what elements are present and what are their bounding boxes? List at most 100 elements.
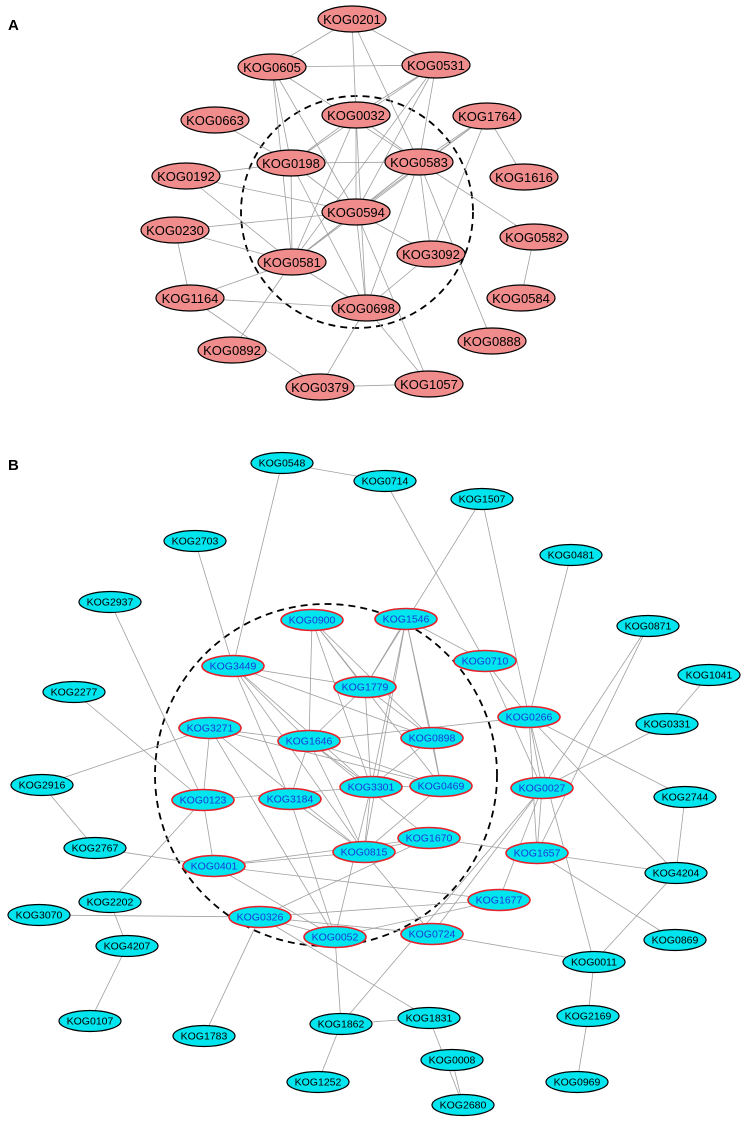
node-kog3301[interactable]: KOG3301 xyxy=(339,775,403,799)
node-kog0710[interactable]: KOG0710 xyxy=(453,649,517,673)
node-kog1252[interactable]: KOG1252 xyxy=(286,1070,350,1094)
node-label: KOG0583 xyxy=(390,155,448,170)
node-shape xyxy=(420,1048,484,1072)
edge-kog0326-kog1831 xyxy=(259,916,430,1019)
edge-kog0531-kog0594 xyxy=(355,64,437,213)
edge-kog0871-kog0027 xyxy=(541,625,649,789)
node-kog1862[interactable]: KOG1862 xyxy=(309,1012,373,1036)
node-label: KOG2703 xyxy=(172,536,219,548)
node-kog2169[interactable]: KOG2169 xyxy=(556,1004,620,1028)
node-kog0582[interactable]: KOG0582 xyxy=(499,223,569,251)
node-shape xyxy=(258,787,322,811)
node-kog0663[interactable]: KOG0663 xyxy=(180,106,250,134)
node-kog2277[interactable]: KOG2277 xyxy=(42,680,106,704)
node-kog0266[interactable]: KOG0266 xyxy=(497,705,561,729)
node-kog0107[interactable]: KOG0107 xyxy=(58,1009,122,1033)
node-kog1657[interactable]: KOG1657 xyxy=(505,841,569,865)
node-kog1041[interactable]: KOG1041 xyxy=(677,663,741,687)
node-shape xyxy=(228,905,292,929)
node-kog0815[interactable]: KOG0815 xyxy=(332,840,396,864)
node-kog1057[interactable]: KOG1057 xyxy=(394,370,464,398)
node-kog2680[interactable]: KOG2680 xyxy=(431,1093,495,1117)
node-kog2916[interactable]: KOG2916 xyxy=(10,773,74,797)
node-kog0326[interactable]: KOG0326 xyxy=(228,905,292,929)
edge-kog0594-kog0698 xyxy=(355,211,367,309)
node-kog1783[interactable]: KOG1783 xyxy=(172,1024,236,1048)
node-kog3449[interactable]: KOG3449 xyxy=(201,654,265,678)
node-kog0869[interactable]: KOG0869 xyxy=(643,928,707,952)
node-kog3092[interactable]: KOG3092 xyxy=(396,240,466,268)
node-kog0032[interactable]: KOG0032 xyxy=(321,101,391,129)
node-kog0724[interactable]: KOG0724 xyxy=(400,922,464,946)
node-kog1670[interactable]: KOG1670 xyxy=(397,826,461,850)
node-kog2937[interactable]: KOG2937 xyxy=(78,590,142,614)
node-kog2744[interactable]: KOG2744 xyxy=(653,785,717,809)
node-label: KOG0584 xyxy=(492,291,550,306)
node-kog0052[interactable]: KOG0052 xyxy=(303,925,367,949)
node-kog1646[interactable]: KOG1646 xyxy=(277,729,341,753)
node-kog0892[interactable]: KOG0892 xyxy=(197,336,267,364)
node-shape xyxy=(155,284,225,312)
node-kog3271[interactable]: KOG3271 xyxy=(178,716,242,740)
node-kog0230[interactable]: KOG0230 xyxy=(140,216,210,244)
node-kog3070[interactable]: KOG3070 xyxy=(7,903,71,927)
node-kog4207[interactable]: KOG4207 xyxy=(95,934,159,958)
node-label: KOG3184 xyxy=(267,794,314,806)
node-kog0888[interactable]: KOG0888 xyxy=(457,327,527,355)
node-kog0583[interactable]: KOG0583 xyxy=(384,148,454,176)
node-kog0548[interactable]: KOG0548 xyxy=(250,451,314,475)
node-kog1507[interactable]: KOG1507 xyxy=(450,487,514,511)
node-kog2767[interactable]: KOG2767 xyxy=(63,836,127,860)
node-label: KOG1164 xyxy=(162,291,219,306)
edge-kog3271-kog0469 xyxy=(209,727,442,787)
node-kog0871[interactable]: KOG0871 xyxy=(616,614,680,638)
node-kog4204[interactable]: KOG4204 xyxy=(644,861,708,885)
node-kog0605[interactable]: KOG0605 xyxy=(237,53,307,81)
node-kog0201[interactable]: KOG0201 xyxy=(317,5,387,33)
node-kog0198[interactable]: KOG0198 xyxy=(256,149,326,177)
node-shape xyxy=(396,240,466,268)
node-label: KOG1616 xyxy=(495,170,553,185)
node-kog2703[interactable]: KOG2703 xyxy=(163,529,227,553)
node-label: KOG3092 xyxy=(402,247,460,262)
node-kog0401[interactable]: KOG0401 xyxy=(182,854,246,878)
node-kog0714[interactable]: KOG0714 xyxy=(353,469,417,493)
node-kog0698[interactable]: KOG0698 xyxy=(331,294,401,322)
node-kog1616[interactable]: KOG1616 xyxy=(489,163,559,191)
edge-kog3271-kog0052 xyxy=(209,727,336,938)
node-kog0531[interactable]: KOG0531 xyxy=(401,51,471,79)
edge-kog1764-kog3092 xyxy=(430,115,488,255)
node-kog0011[interactable]: KOG0011 xyxy=(562,950,626,974)
node-kog0469[interactable]: KOG0469 xyxy=(409,774,473,798)
node-kog0900[interactable]: KOG0900 xyxy=(280,608,344,632)
node-kog0898[interactable]: KOG0898 xyxy=(400,726,464,750)
node-kog0331[interactable]: KOG0331 xyxy=(635,712,699,736)
node-label: KOG0698 xyxy=(337,301,395,316)
node-kog1764[interactable]: KOG1764 xyxy=(452,102,522,130)
edge-kog3271-kog0123 xyxy=(202,727,211,801)
node-kog1677[interactable]: KOG1677 xyxy=(467,888,531,912)
node-kog3184[interactable]: KOG3184 xyxy=(258,787,322,811)
node-kog1164[interactable]: KOG1164 xyxy=(155,284,225,312)
node-label: KOG2202 xyxy=(87,897,134,909)
node-kog0192[interactable]: KOG0192 xyxy=(151,162,221,190)
node-kog1546[interactable]: KOG1546 xyxy=(374,607,438,631)
node-kog0027[interactable]: KOG0027 xyxy=(510,776,574,800)
node-kog1831[interactable]: KOG1831 xyxy=(397,1006,461,1030)
node-kog0581[interactable]: KOG0581 xyxy=(257,248,327,276)
node-kog0379[interactable]: KOG0379 xyxy=(285,373,355,401)
node-kog2202[interactable]: KOG2202 xyxy=(78,890,142,914)
node-kog0481[interactable]: KOG0481 xyxy=(539,543,603,567)
edge-kog1546-kog3301 xyxy=(370,618,407,788)
node-kog0584[interactable]: KOG0584 xyxy=(486,284,556,312)
edge-kog0032-kog0581 xyxy=(291,114,357,263)
node-kog0594[interactable]: KOG0594 xyxy=(321,198,391,226)
node-label: KOG1507 xyxy=(459,494,506,506)
node-kog1779[interactable]: KOG1779 xyxy=(333,675,397,699)
node-kog0123[interactable]: KOG0123 xyxy=(171,788,235,812)
node-kog0969[interactable]: KOG0969 xyxy=(545,1070,609,1094)
node-shape xyxy=(353,469,417,493)
node-kog0008[interactable]: KOG0008 xyxy=(420,1048,484,1072)
node-shape xyxy=(486,284,556,312)
edge-kog3271-kog2916 xyxy=(41,727,211,786)
